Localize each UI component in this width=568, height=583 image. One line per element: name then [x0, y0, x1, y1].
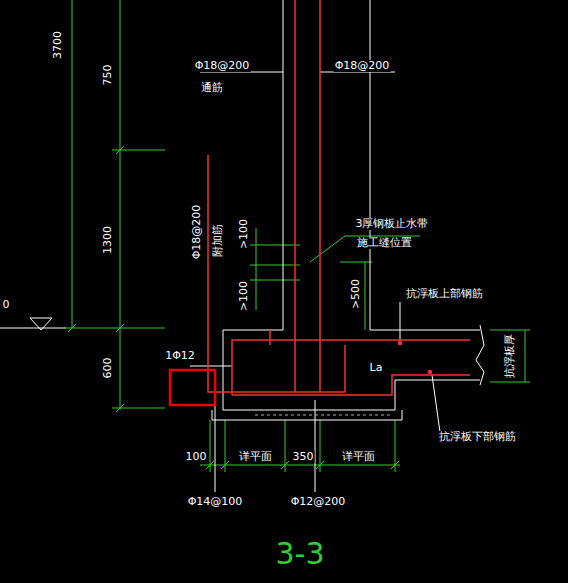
- drawing-label: 1Φ12: [164, 350, 196, 362]
- section-title: 3-3: [275, 537, 326, 570]
- drawing-label: 3厚钢板止水带: [355, 218, 430, 230]
- drawing-label: Φ18@200: [334, 60, 391, 72]
- drawing-label: Φ12@200: [290, 496, 347, 508]
- drawing-label: 100: [185, 451, 208, 463]
- drawing-label: Φ14@100: [187, 496, 244, 508]
- drawing-label: 350: [292, 451, 315, 463]
- drawing-label: >500: [350, 278, 362, 310]
- drawing-label: La: [369, 362, 384, 374]
- drawing-label: 抗浮板上部钢筋: [405, 288, 484, 300]
- drawing-label: 750: [102, 64, 114, 87]
- drawing-label: 施工缝位置: [356, 237, 413, 249]
- drawing-label: 1300: [102, 225, 114, 255]
- blinding-hatch: [255, 415, 390, 416]
- dimension-lines: [66, 0, 530, 472]
- drawing-label: 通筋: [200, 82, 224, 94]
- drawing-label: Φ18@200: [191, 204, 203, 261]
- drawing-label: 详平面: [341, 451, 376, 463]
- concrete-outline: [0, 0, 484, 492]
- drawing-label: 600: [102, 357, 114, 380]
- highlight-box: [170, 370, 215, 405]
- drawing-label: 附加筋: [212, 223, 224, 258]
- drawing-label: >100: [238, 218, 250, 250]
- drawing-label: 抗浮板下部钢筋: [438, 431, 517, 443]
- drawing-label: >100: [238, 280, 250, 312]
- drawing-label: 详平面: [238, 451, 273, 463]
- drawing-label: 3700: [52, 30, 64, 60]
- drawing-label: 抗浮板厚: [504, 333, 516, 379]
- drawing-label: Φ18@200: [194, 60, 251, 72]
- drawing-label: 0: [2, 299, 11, 311]
